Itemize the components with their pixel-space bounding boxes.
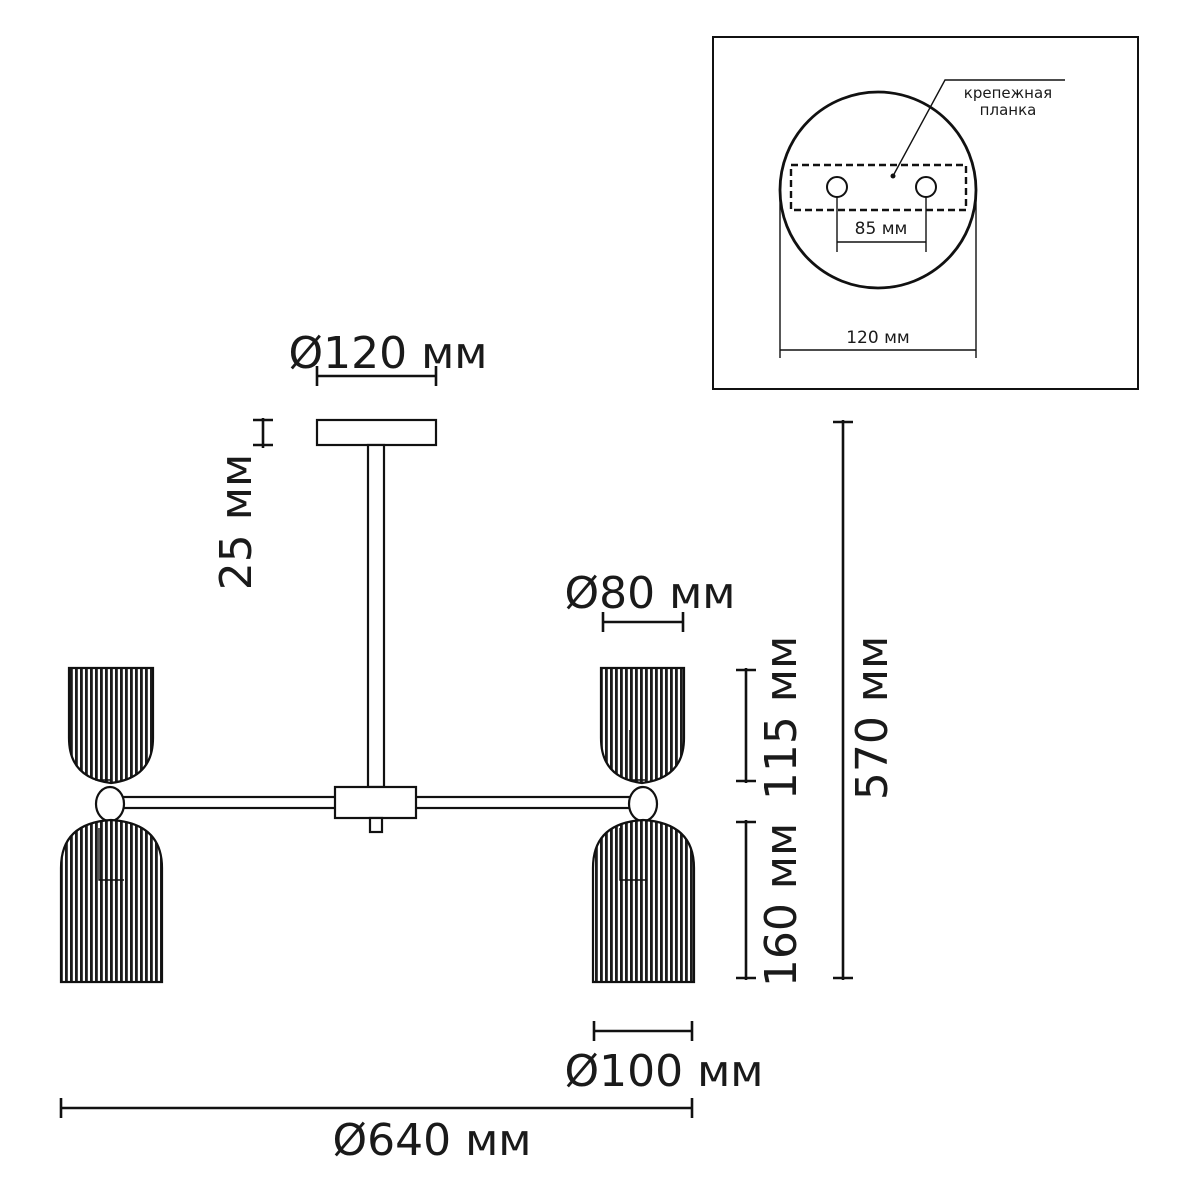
right-lower-shade (591, 818, 696, 984)
canopy-height-label: 25 мм (211, 454, 262, 590)
right-lamp (591, 666, 696, 984)
plate-label-leader (892, 79, 1065, 177)
mounting-hole-left (826, 176, 848, 198)
left-upper-shade (67, 666, 155, 785)
inset-frame (712, 36, 1139, 390)
left-lamp (59, 666, 164, 984)
right-joint (627, 785, 659, 823)
right-upper-socket-line (629, 730, 645, 781)
mounting-inset: крепежная планка 85 мм 120 мм (712, 36, 1139, 390)
mounting-hole-right (915, 176, 937, 198)
chandelier-front-view (59, 418, 696, 984)
lower-shade-height-label: 160 мм (756, 823, 807, 987)
suspension-rod (366, 443, 386, 789)
ceiling-canopy (315, 418, 438, 447)
right-upper-shade (599, 666, 686, 785)
inset-canopy-circle (778, 90, 978, 290)
left-lower-shade (59, 818, 164, 984)
dimension-lines: Ø120 мм 25 мм Ø80 мм 115 мм 160 мм 570 м… (59, 328, 898, 1166)
left-lower-socket-line (98, 828, 124, 881)
lower-shade-diameter-label: Ø100 мм (565, 1046, 764, 1097)
hole-spacing-label: 85 мм (855, 219, 908, 239)
mounting-plate-outline (789, 163, 968, 212)
total-height-label: 570 мм (847, 636, 898, 800)
right-lower-socket-line (619, 828, 647, 881)
left-upper-socket-line (95, 730, 111, 781)
plate-label-line2: планка (980, 101, 1037, 119)
left-joint (94, 785, 126, 823)
total-diameter-label: Ø640 мм (333, 1115, 532, 1166)
upper-shade-height-label: 115 мм (756, 636, 807, 800)
canopy-diameter-label: Ø120 мм (289, 328, 488, 379)
hub-bottom-nut (368, 816, 384, 834)
center-hub (333, 785, 418, 820)
canopy-width-label: 120 мм (846, 328, 910, 348)
upper-shade-diameter-label: Ø80 мм (565, 568, 736, 619)
plate-label-line1: крепежная (964, 84, 1052, 102)
